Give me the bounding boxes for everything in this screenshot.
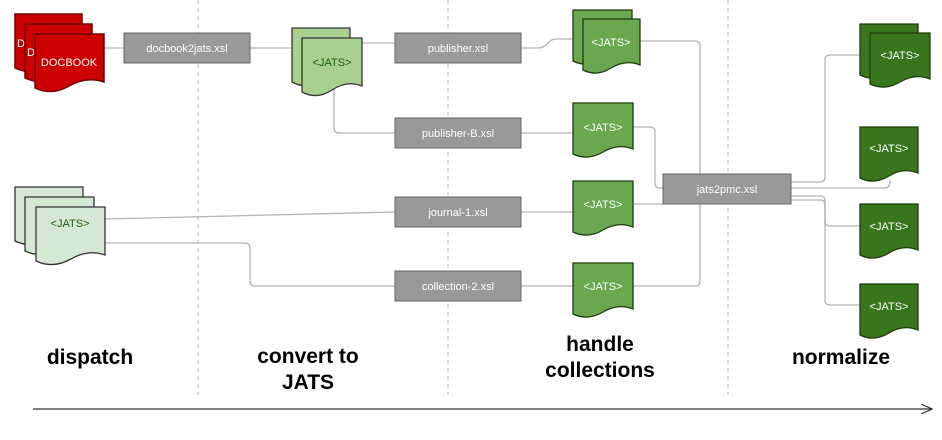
connector-source-to-collection bbox=[105, 242, 395, 287]
connector-publisher-to-jats bbox=[521, 38, 583, 49]
stage-label-normalize: normalize bbox=[792, 346, 890, 369]
stage-dividers bbox=[197, 0, 729, 395]
transform-box bbox=[394, 117, 522, 149]
transform-label: docbook2jats.xsl bbox=[146, 43, 227, 55]
connector-jats-to-publisher-b bbox=[333, 88, 395, 134]
jats-document bbox=[572, 102, 634, 158]
jats-document bbox=[35, 206, 106, 266]
transform-publisher: publisher.xsl bbox=[394, 32, 522, 64]
transform-jats2pmc: jats2pmc.xsl bbox=[662, 173, 792, 205]
jats-label: <JATS> bbox=[584, 199, 623, 211]
jats-document bbox=[582, 18, 641, 74]
jats-label: <JATS> bbox=[870, 221, 909, 233]
stage-label-dispatch: dispatch bbox=[47, 346, 133, 369]
stage-label-handle-collections: handle bbox=[566, 333, 634, 356]
transform-collection-2: collection-2.xsl bbox=[394, 270, 522, 302]
jats-label: <JATS> bbox=[870, 143, 909, 155]
connector-jats2pmc-to-out2 bbox=[791, 179, 891, 189]
connector-jats2-to-jats2pmc bbox=[633, 126, 663, 189]
transform-label: jats2pmc.xsl bbox=[696, 184, 758, 196]
docbook-document bbox=[34, 33, 105, 93]
connector-jats2pmc-to-out1 bbox=[791, 54, 863, 183]
jats-source-documents: <JATS> bbox=[14, 186, 106, 266]
transform-box bbox=[123, 32, 251, 64]
stage-label-handle-collections: collections bbox=[545, 359, 655, 382]
jats-normalized-4: <JATS> bbox=[859, 283, 919, 339]
stage-label-convert: JATS bbox=[282, 371, 334, 394]
jats-document bbox=[859, 126, 919, 182]
docbook-documents: D D DOCBOOK bbox=[14, 13, 105, 93]
jats-document bbox=[869, 32, 931, 88]
docbook-label: DOCBOOK bbox=[41, 57, 98, 69]
connector-jats4-to-jats2pmc bbox=[633, 204, 701, 287]
jats-label: <JATS> bbox=[51, 218, 90, 230]
stage-labels: dispatch convert to JATS handle collecti… bbox=[47, 333, 890, 394]
transform-label: publisher.xsl bbox=[428, 43, 489, 55]
docbook-stacked-letter: D bbox=[17, 38, 25, 50]
transform-box bbox=[394, 196, 522, 228]
jats-document bbox=[301, 37, 363, 97]
transform-box bbox=[394, 32, 522, 64]
connector-source-to-journal bbox=[104, 211, 396, 220]
jats-collection-publisher: <JATS> bbox=[572, 9, 641, 74]
transform-label: collection-2.xsl bbox=[422, 281, 494, 293]
jats-label: <JATS> bbox=[584, 281, 623, 293]
transform-box bbox=[394, 270, 522, 302]
connectors bbox=[100, 38, 891, 306]
jats-collection-publisher-b: <JATS> bbox=[572, 102, 634, 158]
jats-label: <JATS> bbox=[881, 50, 920, 62]
jats-label: <JATS> bbox=[870, 301, 909, 313]
jats-document bbox=[859, 283, 919, 339]
jats-normalized-3: <JATS> bbox=[859, 203, 919, 259]
connector-jats2pmc-to-out4 bbox=[791, 199, 860, 306]
jats-label: <JATS> bbox=[584, 122, 623, 134]
docbook-stacked-letter: D bbox=[27, 47, 35, 59]
transform-label: journal-1.xsl bbox=[427, 207, 487, 219]
jats-normalized-stack: <JATS> bbox=[859, 23, 931, 88]
jats-normalized-2: <JATS> bbox=[859, 126, 919, 182]
jats-label: <JATS> bbox=[313, 57, 352, 69]
transform-box bbox=[662, 173, 792, 205]
transform-journal-1: journal-1.xsl bbox=[394, 196, 522, 228]
jats-collection-journal-1: <JATS> bbox=[572, 180, 634, 236]
transform-label: publisher-B.xsl bbox=[422, 128, 494, 140]
jats-document bbox=[572, 262, 634, 318]
jats-document bbox=[859, 203, 919, 259]
jats-converted-documents: <JATS> bbox=[291, 27, 363, 97]
transform-docbook2jats: docbook2jats.xsl bbox=[123, 32, 251, 64]
transform-publisher-b: publisher-B.xsl bbox=[394, 117, 522, 149]
jats-label: <JATS> bbox=[592, 37, 631, 49]
jats-document bbox=[572, 180, 634, 236]
connector-jats1-to-jats2pmc bbox=[640, 40, 701, 180]
stage-label-convert: convert to bbox=[257, 345, 359, 368]
jats-collection-collection-2: <JATS> bbox=[572, 262, 634, 318]
